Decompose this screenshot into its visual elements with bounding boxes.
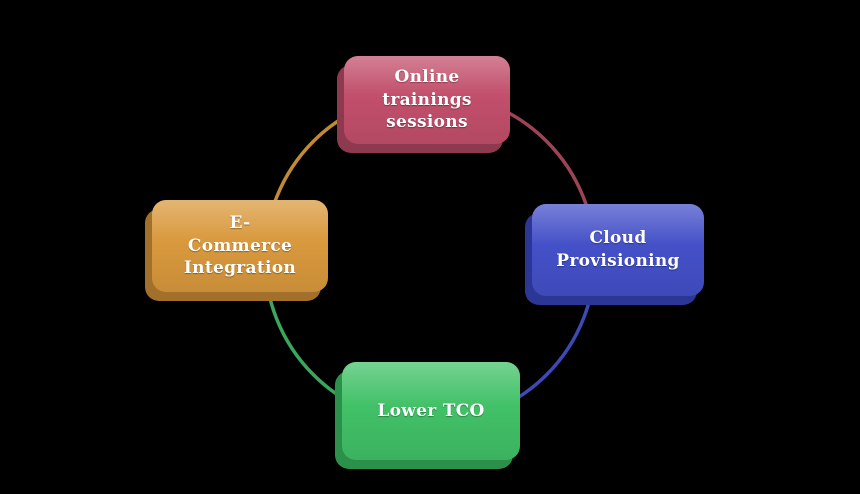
node-label-lower-tco: Lower TCO	[377, 400, 485, 421]
node-label-online-trainings-sessions: Online trainings sessions	[382, 66, 472, 133]
node-label-e-commerce-integration: E- Commerce Integration	[183, 212, 297, 279]
node-e-commerce-integration: E- Commerce Integration	[152, 200, 328, 292]
node-cloud-provisioning: Cloud Provisioning	[532, 204, 704, 296]
node-label-cloud-provisioning: Cloud Provisioning	[556, 228, 680, 271]
node-lower-tco: Lower TCO	[342, 362, 520, 460]
node-online-trainings-sessions: Online trainings sessions	[344, 56, 510, 144]
